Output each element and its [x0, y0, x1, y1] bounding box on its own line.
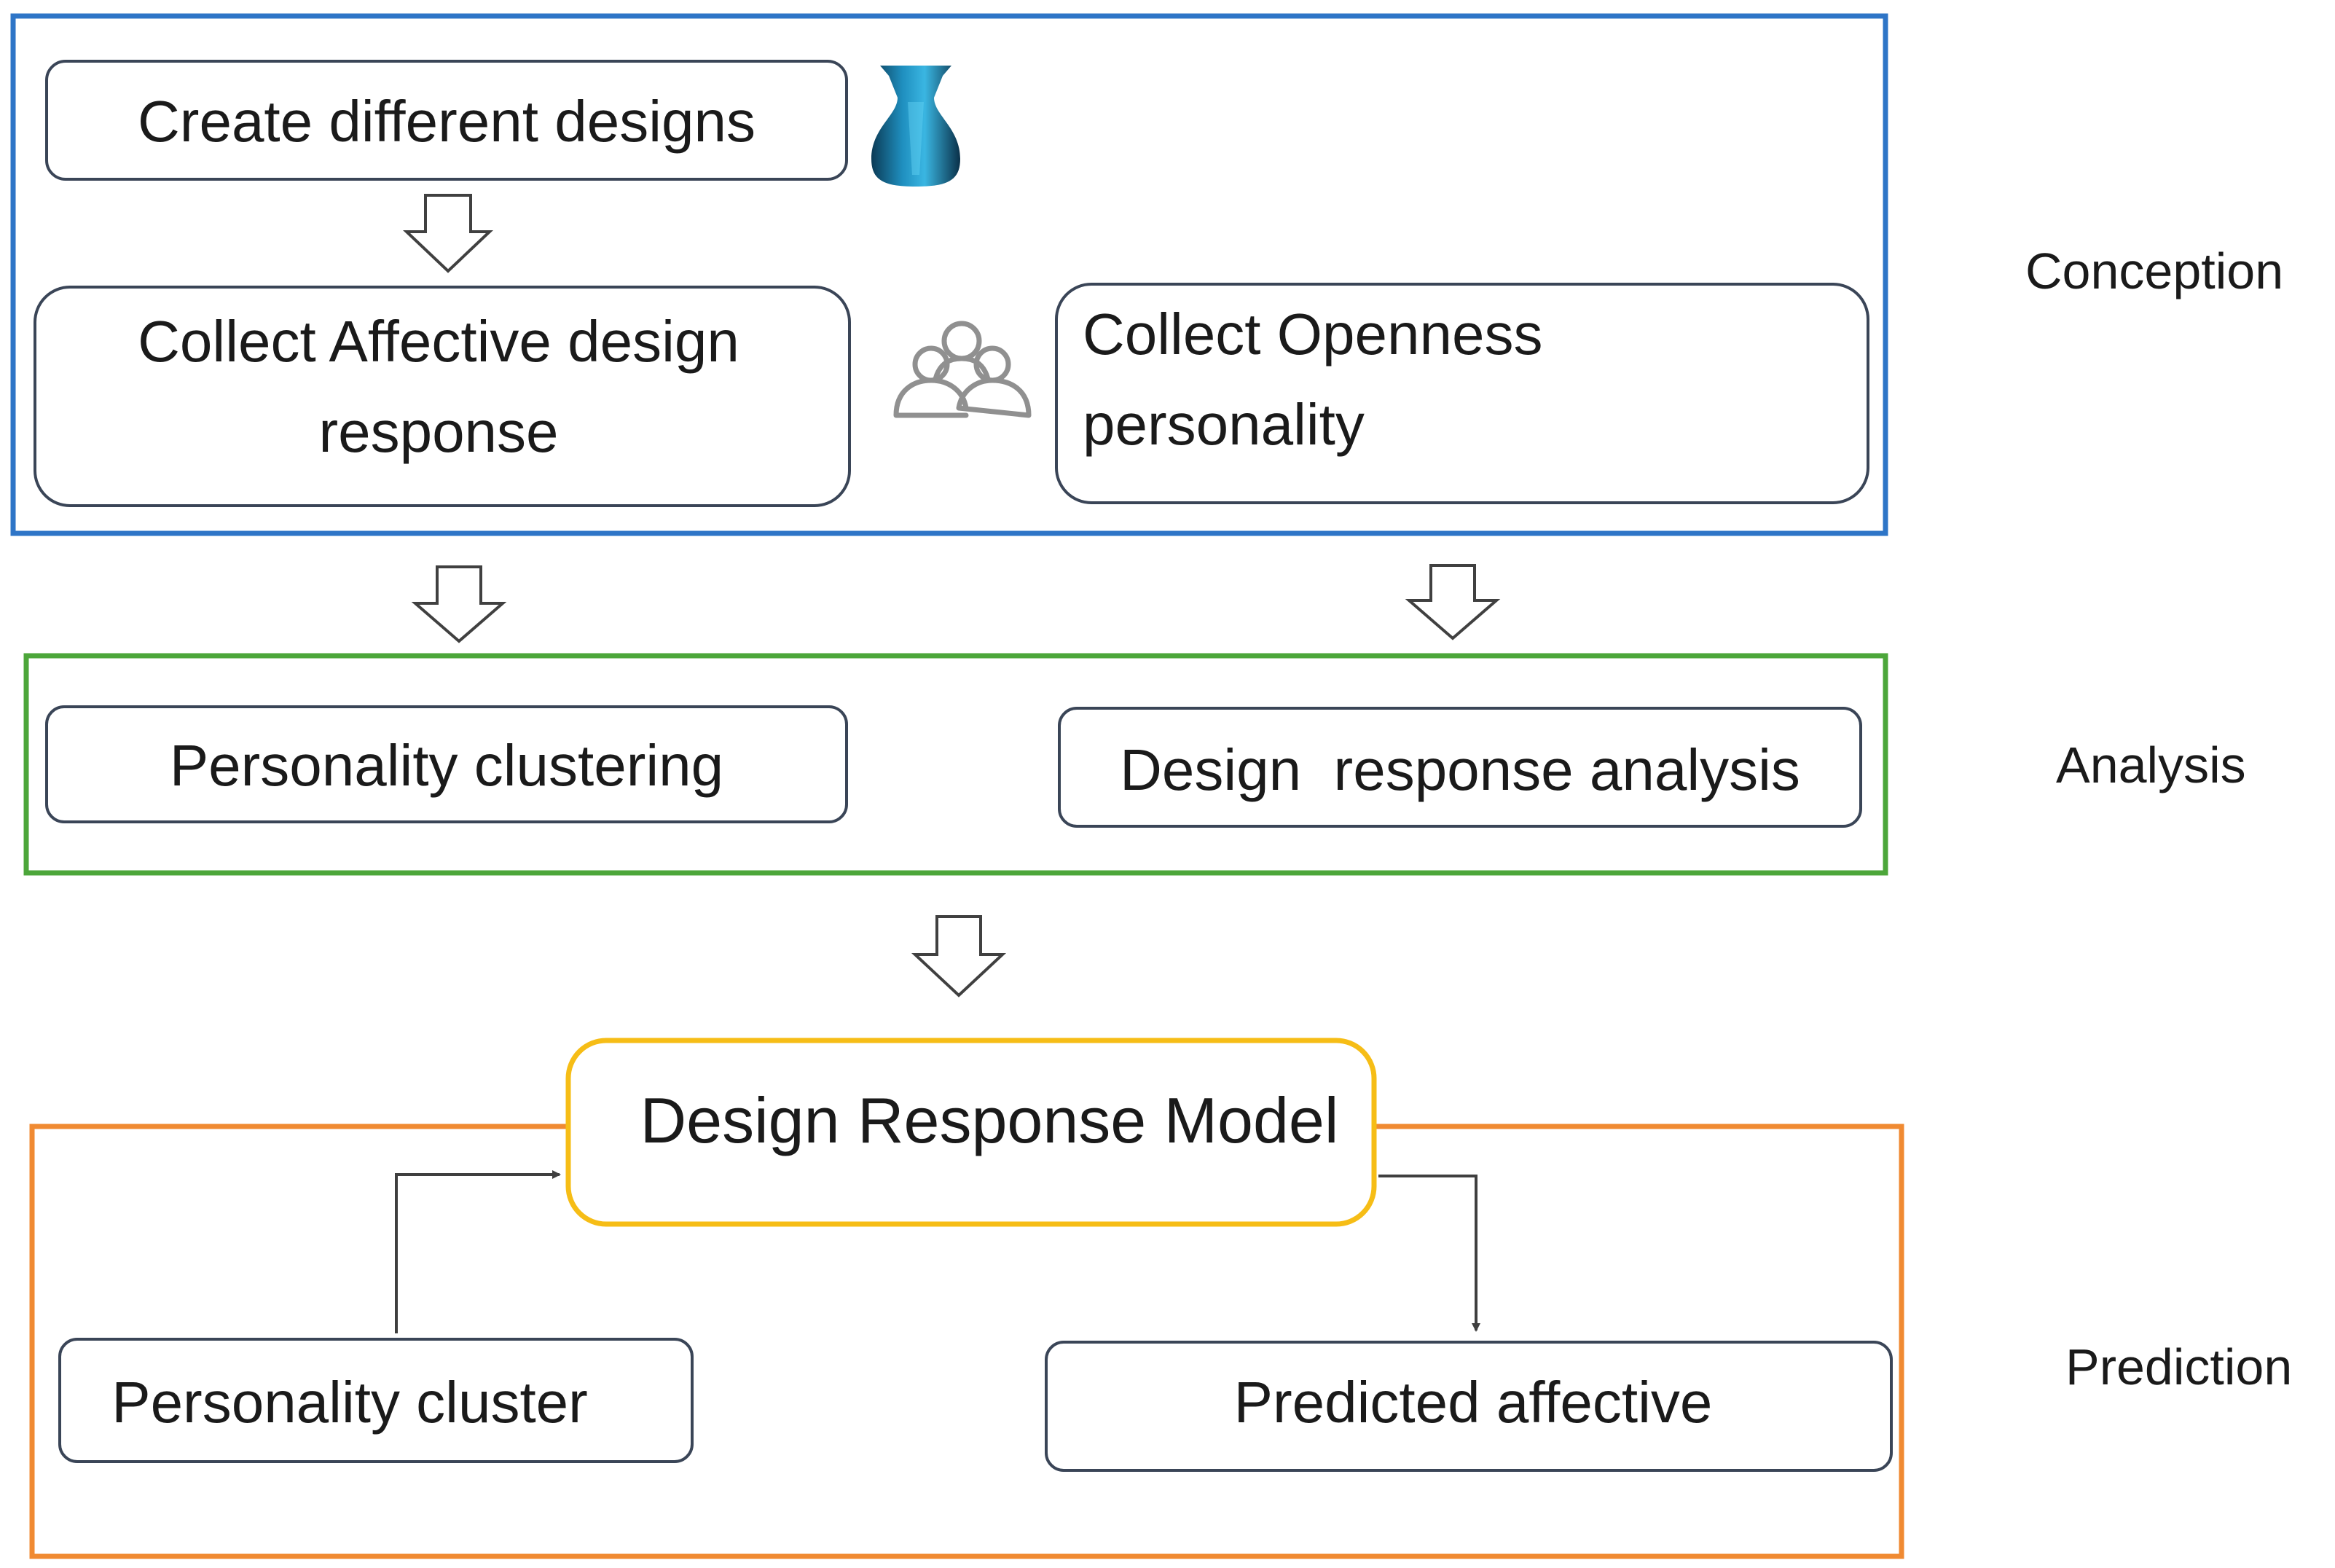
conception-group — [10, 13, 1888, 536]
people-group-icon — [893, 321, 1032, 418]
collect-affective-line1: Collect Affective design — [138, 309, 739, 374]
predicted-affective-label: Predicted affective — [1234, 1370, 1713, 1435]
create-designs-box — [45, 60, 848, 181]
down-arrow-icon — [402, 194, 494, 273]
down-arrow-icon — [911, 915, 1007, 997]
personality-clustering-label: Personality clustering — [170, 733, 723, 798]
predicted-affective-box — [1045, 1341, 1893, 1472]
connector-cluster-to-model — [395, 1170, 561, 1333]
design-response-model-label: Design Response Model — [640, 1084, 1339, 1156]
collect-affective-box — [34, 286, 851, 507]
collect-openness-box — [1055, 283, 1869, 504]
collect-openness-line1: Collect Openness — [1083, 302, 1542, 366]
personality-cluster-label: Personality cluster — [111, 1370, 588, 1435]
down-arrow-icon — [1405, 564, 1501, 640]
collect-openness-line2: personality — [1083, 392, 1365, 457]
down-arrow-icon — [411, 565, 507, 643]
design-response-analysis-box — [1058, 707, 1862, 828]
stage-label-conception: Conception — [2025, 243, 2283, 299]
design-response-analysis-label: Design response analysis — [1120, 737, 1800, 802]
analysis-group — [23, 653, 1888, 876]
connector-model-to-predicted — [1378, 1175, 1480, 1332]
personality-clustering-box — [45, 705, 848, 823]
collect-affective-line2: response — [318, 399, 558, 464]
stage-label-analysis: Analysis — [2056, 737, 2246, 793]
stage-label-prediction: Prediction — [2065, 1338, 2292, 1395]
create-designs-label: Create different designs — [138, 89, 756, 154]
personality-cluster-box — [58, 1338, 694, 1463]
design-response-model-box — [565, 1038, 1377, 1227]
vase-icon — [871, 66, 960, 187]
